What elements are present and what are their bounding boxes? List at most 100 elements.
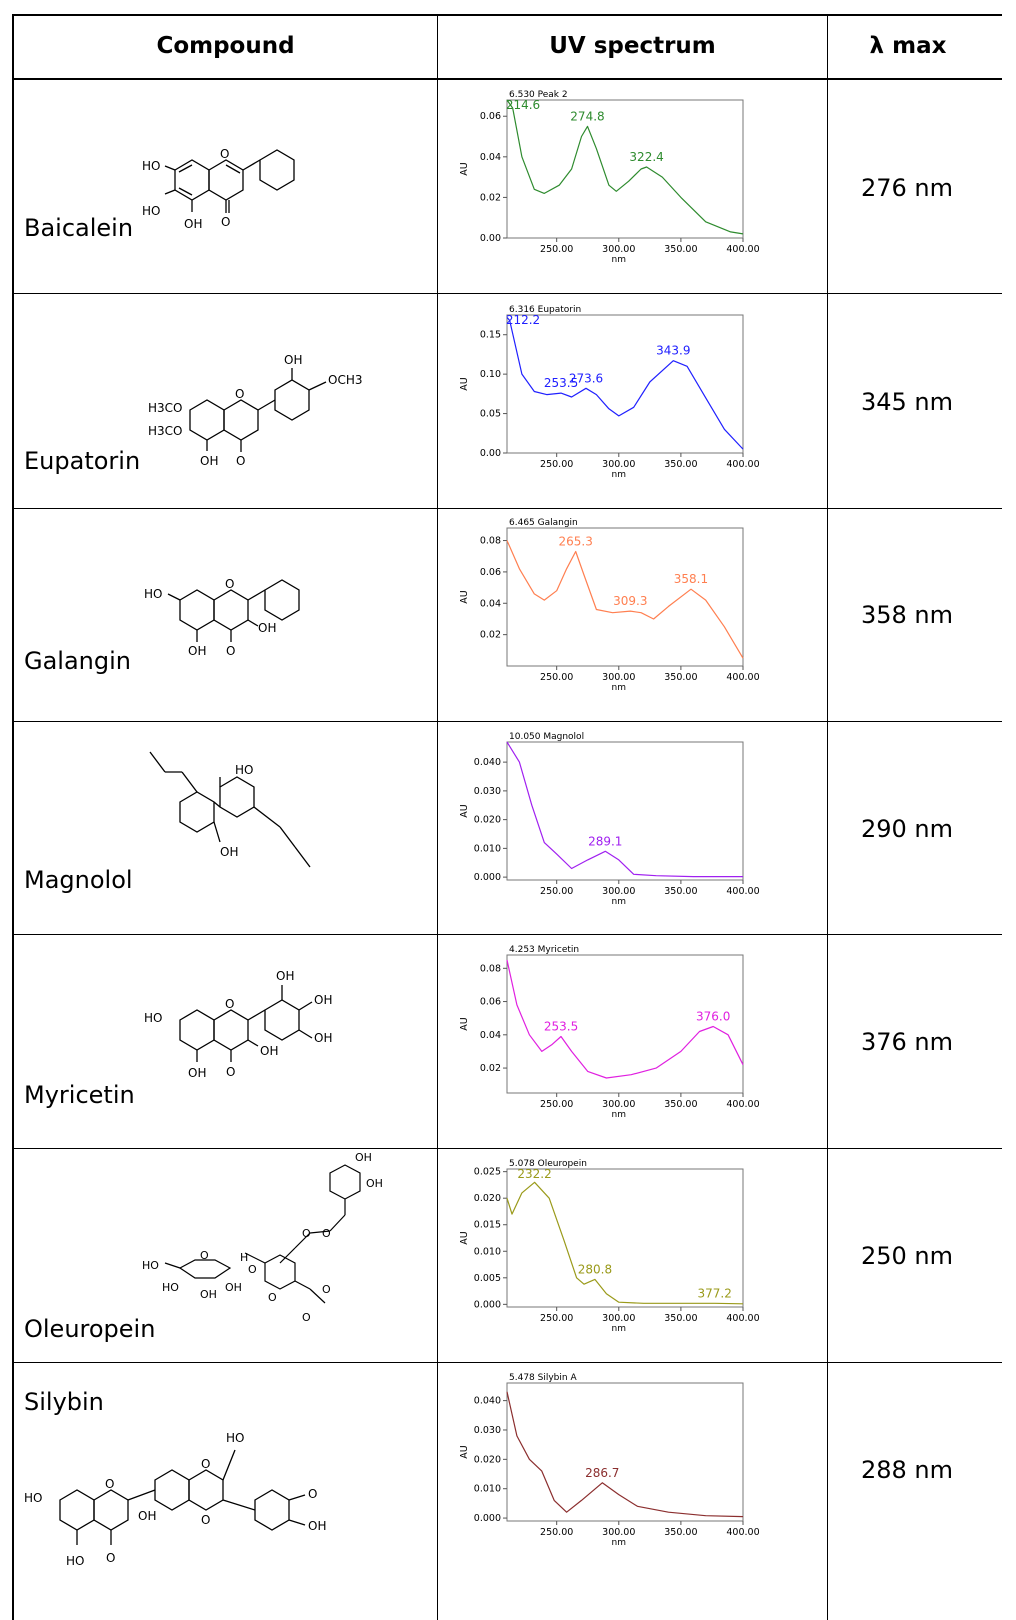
- structure-atom-labels: HO HO OH O O: [142, 147, 230, 231]
- structure-atom-labels: HO HO O O O O OH OH HO O: [24, 1431, 326, 1568]
- x-tick-label: 300.00: [602, 244, 635, 255]
- svg-text:OH: OH: [355, 1153, 372, 1164]
- svg-text:HO: HO: [144, 1011, 162, 1025]
- compound-name: Oleuropein: [24, 1315, 156, 1343]
- y-tick-label: 0.030: [474, 1425, 501, 1436]
- svg-text:HO: HO: [142, 204, 160, 218]
- svg-text:O: O: [201, 1457, 210, 1471]
- y-tick-label: 0.020: [474, 1454, 501, 1465]
- lambda-max-value: 276 nm: [860, 174, 954, 202]
- svg-text:O: O: [106, 1551, 115, 1565]
- x-tick-label: 300.00: [602, 886, 635, 897]
- svg-text:OH: OH: [284, 353, 302, 367]
- column-divider: [827, 14, 828, 1620]
- x-tick-label: 400.00: [726, 244, 759, 255]
- y-tick-label: 0.10: [480, 369, 501, 380]
- x-tick-label: 250.00: [540, 1527, 573, 1538]
- header-bottom-border: [12, 78, 1002, 80]
- peak-label: 286.7: [585, 1466, 619, 1480]
- spectrum-title: 5.478 Silybin A: [509, 1373, 577, 1383]
- x-tick-label: 300.00: [602, 1313, 635, 1324]
- row-divider: [12, 721, 1002, 722]
- y-tick-label: 0.08: [480, 963, 501, 974]
- svg-text:OH: OH: [314, 1031, 332, 1045]
- y-axis-label: AU: [459, 1017, 470, 1030]
- svg-text:HO: HO: [24, 1491, 42, 1505]
- x-tick-label: 350.00: [664, 1313, 697, 1324]
- compound-name: Baicalein: [24, 214, 134, 242]
- svg-text:O: O: [308, 1487, 317, 1501]
- plot-frame: [506, 527, 744, 667]
- y-tick-label: 0.005: [474, 1273, 501, 1284]
- y-tick-label: 0.010: [474, 1246, 501, 1257]
- y-tick-label: 0.08: [480, 536, 501, 547]
- svg-text:HO: HO: [144, 587, 162, 601]
- compound-name: Eupatorin: [24, 447, 141, 475]
- svg-text:OH: OH: [314, 993, 332, 1007]
- lambda-max-value: 376 nm: [860, 1028, 954, 1056]
- spectrum-line: [506, 1391, 744, 1518]
- peak-label: 343.9: [656, 344, 690, 358]
- svg-text:HO: HO: [142, 1259, 159, 1272]
- peak-label: 273.6: [569, 371, 603, 385]
- y-tick-label: 0.000: [474, 1513, 501, 1524]
- chemical-structure-eupatorin: OH OCH3 H3CO H3CO OH O O: [148, 353, 362, 468]
- y-tick-label: 0.06: [480, 111, 501, 122]
- y-tick-label: 0.04: [480, 1030, 501, 1041]
- x-tick-label: 300.00: [602, 1099, 635, 1110]
- y-tick-label: 0.02: [480, 192, 501, 203]
- header-compound: Compound: [156, 33, 295, 59]
- peak-label: 265.3: [559, 535, 593, 549]
- row-divider: [12, 1362, 1002, 1363]
- compound-name: Galangin: [24, 647, 132, 675]
- y-tick-label: 0.04: [480, 598, 501, 609]
- x-tick-label: 250.00: [540, 1313, 573, 1324]
- svg-text:HO: HO: [142, 159, 160, 173]
- uv-spectrum-chart: 5.478 Silybin A0.0400.0300.0200.0100.000…: [459, 1373, 760, 1548]
- row-divider: [12, 293, 1002, 294]
- y-tick-label: 0.000: [474, 872, 501, 883]
- chemical-structure-baicalein: HO HO OH O O: [142, 147, 295, 231]
- svg-text:H: H: [240, 1251, 248, 1264]
- y-axis-label: AU: [459, 377, 470, 390]
- x-tick-label: 350.00: [664, 1527, 697, 1538]
- y-tick-label: 0.05: [480, 409, 501, 420]
- structure-atom-labels: HO O OH OH O: [144, 577, 276, 658]
- peak-label: 309.3: [613, 594, 647, 608]
- y-tick-label: 0.15: [480, 330, 501, 341]
- plot-frame: [506, 99, 744, 239]
- svg-text:H3CO: H3CO: [148, 401, 182, 415]
- x-axis-label: nm: [612, 1538, 626, 1548]
- y-tick-label: 0.040: [474, 1396, 501, 1407]
- row-divider: [12, 934, 1002, 935]
- chemical-structure-silybin: HO HO O O O O OH OH HO O: [24, 1431, 326, 1568]
- chemical-structure-galangin: HO O OH OH O: [144, 577, 300, 658]
- svg-text:O: O: [105, 1477, 114, 1491]
- svg-text:OH: OH: [308, 1519, 326, 1533]
- column-divider: [437, 14, 438, 1620]
- spectrum-title: 6.465 Galangin: [509, 518, 578, 528]
- svg-text:OH: OH: [200, 1288, 217, 1301]
- x-tick-label: 250.00: [540, 886, 573, 897]
- spectrum-line: [506, 1181, 744, 1305]
- x-axis-label: nm: [612, 897, 626, 907]
- svg-text:OH: OH: [225, 1281, 242, 1294]
- x-axis-label: nm: [612, 470, 626, 480]
- svg-text:O: O: [200, 1249, 209, 1262]
- y-axis-label: AU: [459, 804, 470, 817]
- y-axis-label: AU: [459, 1445, 470, 1458]
- svg-text:O: O: [302, 1227, 311, 1240]
- x-tick-label: 400.00: [726, 1527, 759, 1538]
- x-tick-label: 350.00: [664, 244, 697, 255]
- chemical-structure-myricetin: OH OH HO O OH OH OH O: [144, 969, 332, 1080]
- y-axis-label: AU: [459, 1231, 470, 1244]
- svg-text:O: O: [226, 644, 235, 658]
- uv-spectrum-chart: 5.078 Oleuropein0.0250.0200.0150.0100.00…: [459, 1159, 760, 1334]
- y-tick-label: 0.025: [474, 1167, 501, 1178]
- x-tick-label: 250.00: [540, 1099, 573, 1110]
- peak-label: 253.5: [544, 376, 578, 390]
- y-tick-label: 0.020: [474, 1193, 501, 1204]
- svg-text:O: O: [201, 1513, 210, 1527]
- svg-text:O: O: [221, 215, 230, 229]
